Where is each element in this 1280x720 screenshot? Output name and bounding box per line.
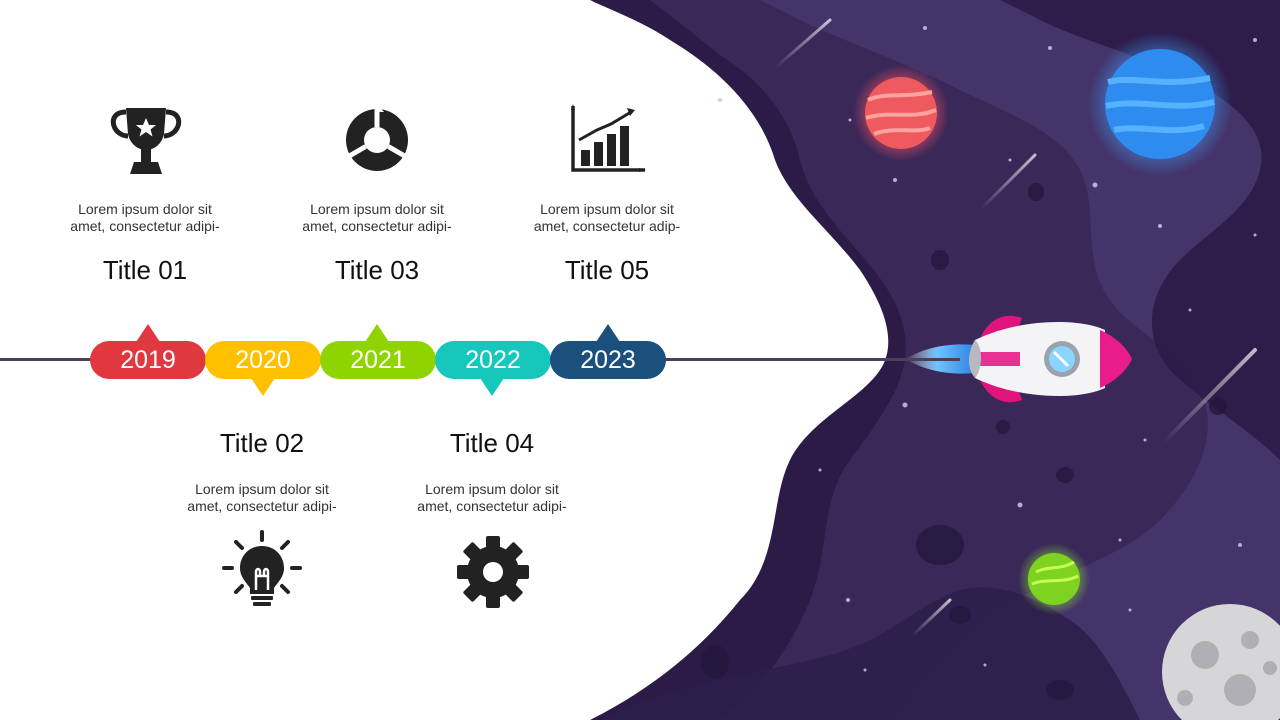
description-line: amet, consectetur adipi- bbox=[70, 218, 220, 234]
title-2022: Title 04 bbox=[449, 428, 535, 458]
title-2023: Title 05 bbox=[564, 255, 650, 285]
growth-chart-icon bbox=[567, 100, 647, 180]
pointer-2021 bbox=[365, 324, 389, 342]
year-label: 2019 bbox=[120, 345, 176, 374]
description-2019: Lorem ipsum dolor sit amet, consectetur … bbox=[30, 201, 260, 235]
pointer-2023 bbox=[596, 324, 620, 342]
description-2021: Lorem ipsum dolor sit amet, consectetur … bbox=[262, 201, 492, 235]
description-2023: Lorem ipsum dolor sit amet, consectetur … bbox=[492, 201, 722, 235]
pointer-2019 bbox=[136, 324, 160, 342]
description-line: amet, consectetur adipi- bbox=[302, 218, 452, 234]
description-line: Lorem ipsum dolor sit bbox=[540, 201, 674, 217]
year-label: 2021 bbox=[350, 345, 406, 374]
year-label: 2020 bbox=[235, 345, 291, 374]
description-line: amet, consectetur adip- bbox=[533, 218, 681, 234]
gear-icon bbox=[453, 532, 533, 612]
title-2019: Title 01 bbox=[102, 255, 188, 285]
pointer-2020 bbox=[251, 378, 275, 396]
description-line: amet, consectetur adipi- bbox=[417, 498, 567, 514]
year-pill-2023: 2023 bbox=[550, 341, 666, 379]
description-line: Lorem ipsum dolor sit bbox=[195, 481, 329, 497]
cycle-icon bbox=[337, 100, 417, 180]
description-2020: Lorem ipsum dolor sit amet, consectetur … bbox=[147, 481, 377, 515]
year-label: 2023 bbox=[580, 345, 636, 374]
year-pill-2022: 2022 bbox=[435, 341, 551, 379]
description-2022: Lorem ipsum dolor sit amet, consectetur … bbox=[377, 481, 607, 515]
description-line: Lorem ipsum dolor sit bbox=[310, 201, 444, 217]
lightbulb-icon bbox=[222, 530, 302, 610]
title-2021: Title 03 bbox=[334, 255, 420, 285]
year-label: 2022 bbox=[465, 345, 521, 374]
year-pill-2019: 2019 bbox=[90, 341, 206, 379]
trophy-icon bbox=[106, 100, 186, 180]
description-line: Lorem ipsum dolor sit bbox=[425, 481, 559, 497]
year-pill-2020: 2020 bbox=[205, 341, 321, 379]
pointer-2022 bbox=[480, 378, 504, 396]
description-line: amet, consectetur adipi- bbox=[187, 498, 337, 514]
title-2020: Title 02 bbox=[219, 428, 305, 458]
description-line: Lorem ipsum dolor sit bbox=[78, 201, 212, 217]
year-pill-2021: 2021 bbox=[320, 341, 436, 379]
